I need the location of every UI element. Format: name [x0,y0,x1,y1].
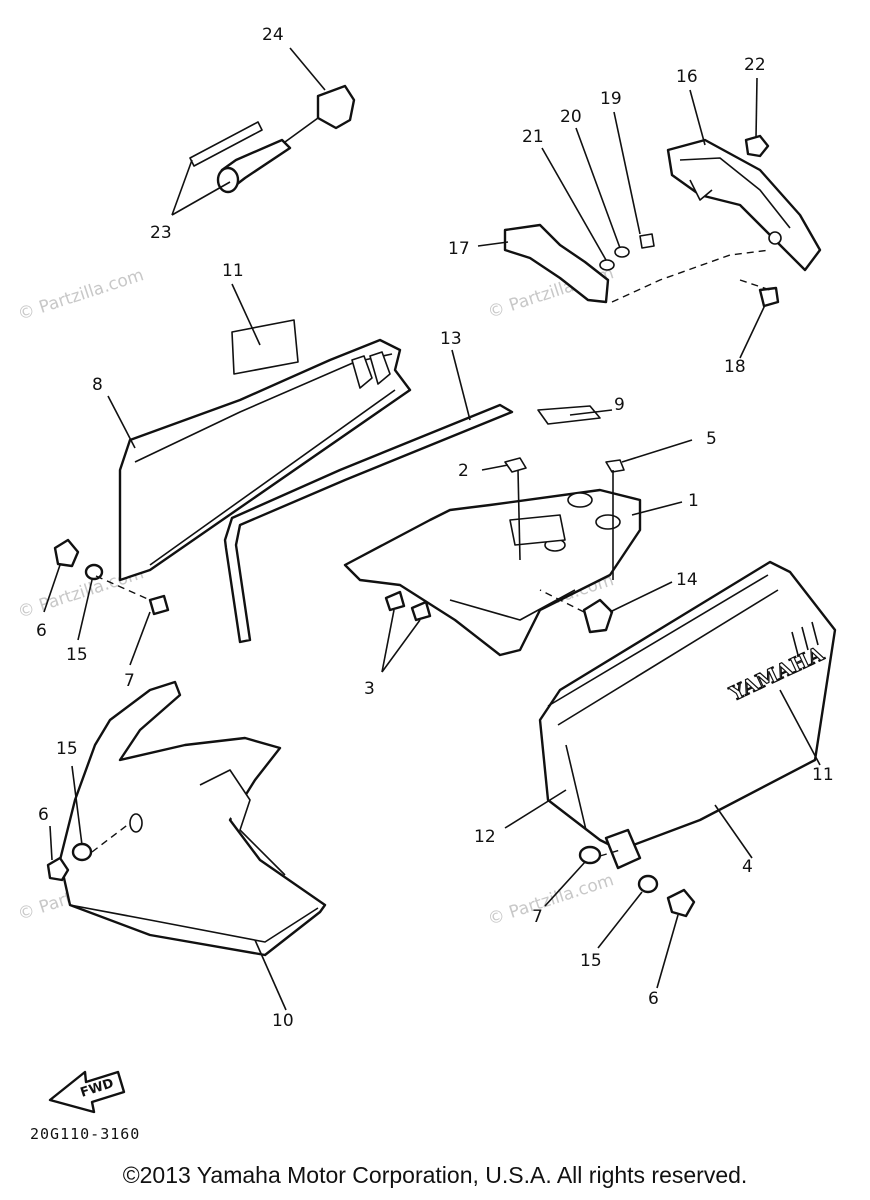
drawing-number: 20G110-3160 [30,1125,141,1143]
callout-9: 9 [614,395,625,415]
callout-6: 6 [648,989,659,1009]
callout-22: 22 [744,55,766,75]
callout-7: 7 [124,671,135,691]
left-fasteners [53,538,170,616]
leader-lines [43,47,821,1011]
part-16-rear-bracket [666,138,822,272]
part-5-bolt [605,459,625,473]
callout-2: 2 [458,461,469,481]
callout-18: 18 [724,357,746,377]
watermark-text: © Partzilla.com [15,265,146,325]
callout-24: 24 [262,25,284,45]
copyright-notice: ©2013 Yamaha Motor Corporation, U.S.A. A… [122,1162,748,1188]
dash-line [611,249,771,303]
callout-21: 21 [522,127,544,147]
callout-4: 4 [742,857,753,877]
callout-6: 6 [38,805,49,825]
callout-10: 10 [272,1011,294,1031]
callout-7: 7 [532,907,543,927]
callout-16: 16 [676,67,698,87]
part-17-plate [503,223,610,304]
callout-11: 11 [222,261,244,281]
callout-17: 17 [448,239,470,259]
callout-6: 6 [36,621,47,641]
callout-8: 8 [92,375,103,395]
callout-14: 14 [676,570,698,590]
fwd-arrow-icon: FWD [48,1070,126,1114]
part-23-24-lock-assembly [189,84,356,194]
part-3-damper [384,590,406,612]
callout-23: 23 [150,223,172,243]
callout-15: 15 [580,951,602,971]
part-1-tray [343,488,642,657]
part-2-label [504,457,527,473]
part-24-holder [316,84,356,130]
part-10-lower-cover [46,680,327,957]
dash-line [739,279,771,291]
part-8-side-cover [118,338,412,582]
part-13-seal [223,403,514,644]
callout-19: 19 [600,89,622,109]
part-9-label [537,405,601,425]
part-3-damper [410,600,432,622]
part-23-rod [189,121,263,167]
part-14-grommet [582,598,614,634]
callout-13: 13 [440,329,462,349]
part-4-right-side-cover: YAMAHA [538,560,837,918]
callout-12: 12 [474,827,496,847]
small-fasteners-19-22 [599,134,780,308]
callout-numbers: 24 23 16 22 19 20 21 17 18 11 8 13 9 2 5… [36,25,834,1031]
callout-20: 20 [560,107,582,127]
callout-15: 15 [66,645,88,665]
part-11-decal [231,319,299,375]
callout-1: 1 [688,491,699,511]
callout-5: 5 [706,429,717,449]
callout-3: 3 [364,679,375,699]
callout-15: 15 [56,739,78,759]
callout-11: 11 [812,765,834,785]
